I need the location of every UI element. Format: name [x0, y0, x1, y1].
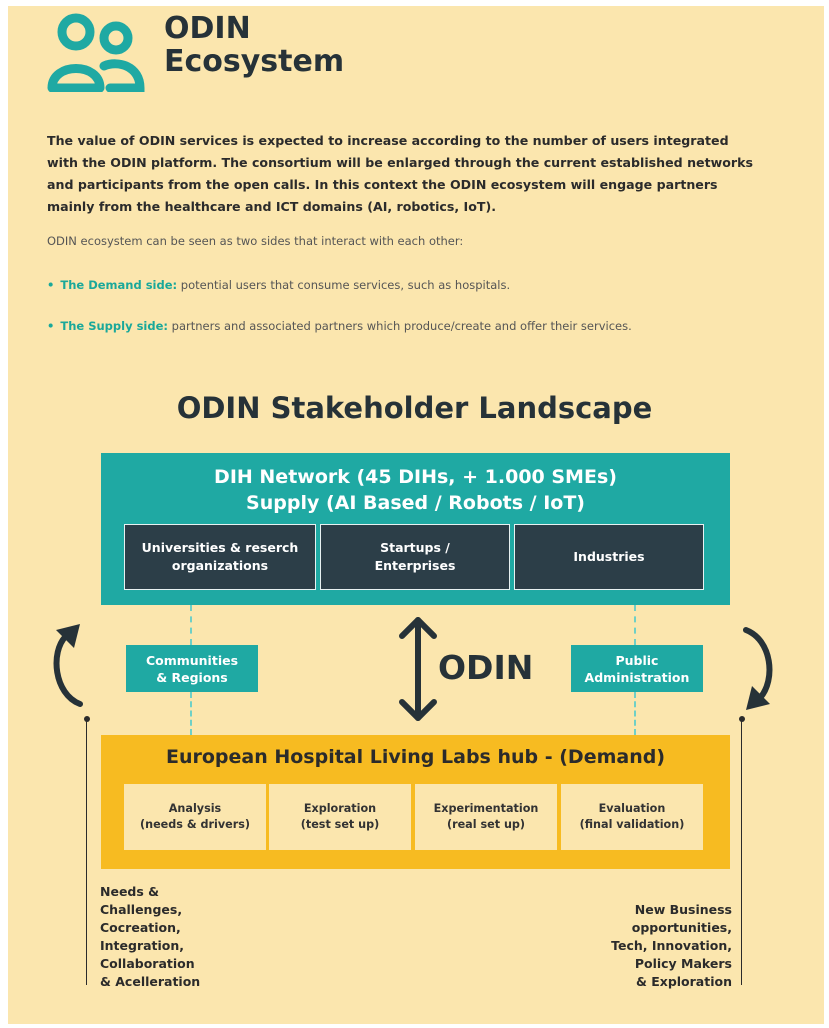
bullet-supply-side: •The Supply side: partners and associate…: [47, 319, 632, 333]
intro-paragraph: The value of ODIN services is expected t…: [47, 133, 753, 214]
right-notes: New Business opportunities, Tech, Innova…: [611, 902, 732, 989]
curved-arrow-up-icon: [53, 624, 83, 707]
left-line-dot: [84, 716, 90, 722]
right-line-dot: [739, 716, 745, 722]
demand-box-exploration: Exploration(test set up): [269, 784, 411, 850]
landscape-title: ODIN Stakeholder Landscape: [176, 391, 653, 425]
supply-subtitle: Supply (AI Based / Robots / IoT): [246, 492, 585, 514]
connector-left-bottom: [190, 692, 192, 735]
curved-arrow-down-icon: [743, 627, 773, 710]
supply-box-startups: Startups /Enterprises: [320, 524, 510, 590]
demand-box-evaluation: Evaluation(final validation): [561, 784, 703, 850]
right-vertical-line: [741, 720, 742, 985]
left-notes: Needs & Challenges, Cocreation, Integrat…: [100, 884, 201, 989]
supply-title: DIH Network (45 DIHs, + 1.000 SMEs): [214, 466, 617, 488]
left-vertical-line: [86, 720, 87, 985]
odin-label: ODIN: [438, 648, 534, 687]
users-icon: [47, 13, 145, 92]
ecosystem-lead-text: ODIN ecosystem can be seen as two sides …: [47, 234, 464, 248]
connector-left-top: [190, 605, 192, 645]
double-arrow-icon: [399, 617, 437, 721]
demand-box-analysis: Analysis(needs & drivers): [124, 784, 266, 850]
communities-regions-box: Communities& Regions: [126, 645, 258, 692]
page-title: ODIN Ecosystem: [164, 11, 345, 79]
demand-title: European Hospital Living Labs hub - (Dem…: [165, 746, 666, 768]
demand-box-experimentation: Experimentation(real set up): [415, 784, 557, 850]
bullet-demand-side: •The Demand side: potential users that c…: [47, 278, 511, 292]
connector-right-top: [634, 605, 636, 645]
connector-right-bottom: [634, 692, 636, 735]
supply-box-industries: Industries: [514, 524, 704, 590]
